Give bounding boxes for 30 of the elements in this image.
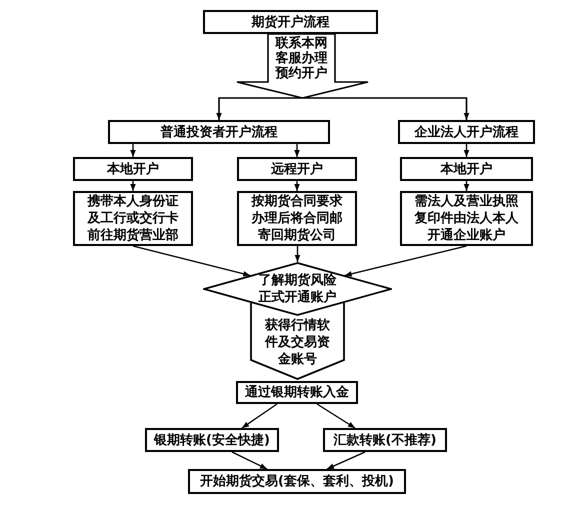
arrow [130, 181, 136, 191]
block-arrow [216, 33, 304, 120]
process-box: 期货开户流程 [203, 10, 378, 34]
arrow [132, 245, 250, 276]
arrow [294, 246, 300, 262]
process-box: 普通投资者开户流程 [108, 120, 330, 144]
arrow [242, 403, 278, 429]
arrow [130, 144, 136, 157]
arrow [344, 245, 467, 277]
process-box: 本地开户 [73, 157, 193, 181]
process-box: 企业法人开户流程 [398, 120, 535, 144]
process-box: 本地开户 [400, 157, 533, 181]
arrow [294, 144, 300, 157]
process-box: 开始期货交易(套保、套利、投机) [188, 469, 406, 494]
block-arrow [302, 33, 470, 120]
process-box: 银期转账(安全快捷) [145, 428, 279, 452]
decision-diamond: 了解期货风险正式开通账户 [203, 262, 392, 316]
arrow [326, 451, 366, 470]
process-box: 按期货合同要求办理后将合同邮寄回期货公司 [237, 191, 357, 246]
arrow [464, 144, 470, 157]
arrow [316, 403, 356, 429]
edge-label: 联系本网客服办理预约开户 [276, 36, 328, 81]
process-box: 通过银期转账入金 [236, 381, 358, 404]
process-box: 远程开户 [237, 157, 357, 181]
process-box: 需法人及营业执照复印件由法人本人开通企业账户 [400, 191, 533, 246]
arrow [232, 451, 268, 470]
process-box: 携带本人身份证及工行或交行卡前往期货营业部 [73, 191, 193, 246]
process-box: 汇款转账(不推荐) [323, 428, 447, 452]
arrow [464, 181, 470, 191]
arrow [294, 181, 300, 191]
